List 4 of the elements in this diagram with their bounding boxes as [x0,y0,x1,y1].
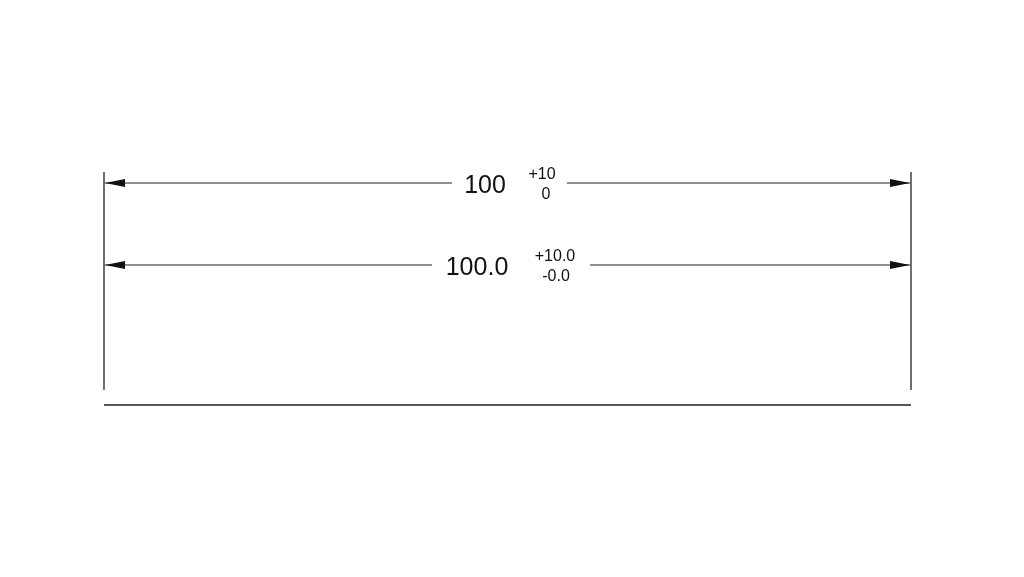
upper-tolerance: +10.0 [534,248,576,264]
lower-tolerance: -0.0 [542,268,570,284]
upper-tolerance: +10 [528,166,556,182]
lower-tolerance: 0 [541,186,551,202]
